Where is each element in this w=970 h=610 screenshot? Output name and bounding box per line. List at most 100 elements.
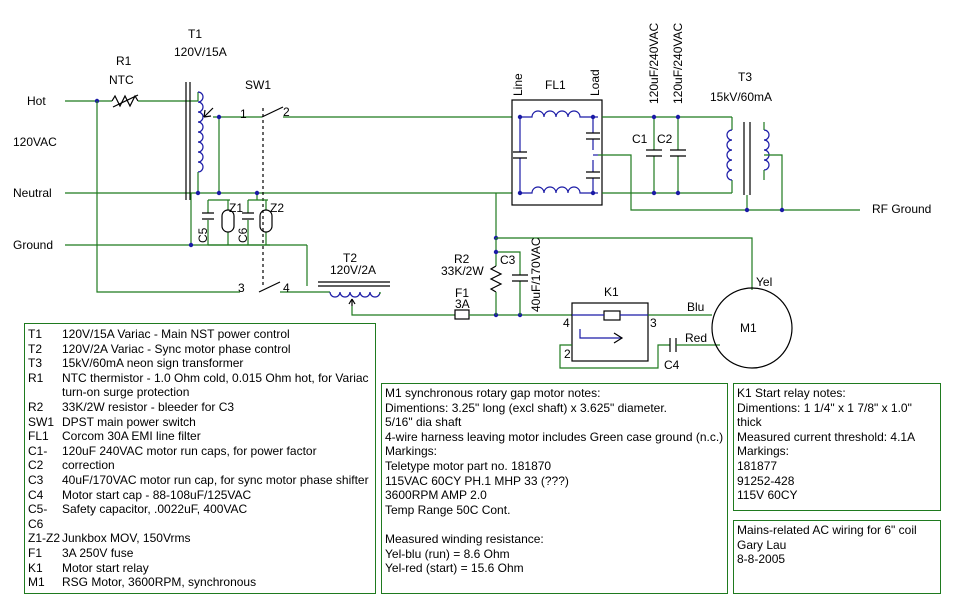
label-red: Red: [685, 331, 707, 345]
part-ref: FL1: [28, 429, 49, 444]
parts-list-row: R2 33K/2W resistor - bleeder for C3: [28, 400, 372, 415]
k1-box: [571, 302, 649, 362]
m1-note-line: 4-wire harness leaving motor includes Gr…: [385, 429, 724, 444]
k1-note-line: Markings:: [737, 444, 790, 459]
part-desc: 120uF 240VAC motor run caps, for power f…: [62, 443, 317, 473]
label-sw1: SW1: [245, 78, 271, 92]
part-ref: C3: [28, 472, 44, 487]
m1-note-line: [385, 517, 724, 532]
m1-note-line: 115VAC 60CY PH.1 MHP 33 (???): [385, 473, 569, 488]
label-k1-pin4: 4: [563, 316, 570, 330]
label-neutral: Neutral: [13, 186, 52, 200]
label-c1-rating: 120uF/240VAC: [647, 23, 661, 104]
junction-dot: [254, 190, 260, 196]
part-desc: 120V/15A Variac - Main NST power control: [62, 327, 290, 341]
hot-branch-to-sw1b: [96, 101, 240, 293]
k1-contact-mark: [613, 332, 624, 344]
part-desc: Motor start cap - 88-108uF/125VAC: [62, 487, 252, 502]
label-blu: Blu: [687, 300, 704, 314]
part-desc: RSG Motor, 3600RPM, synchronous: [62, 575, 257, 590]
fl1-inductor-top: [518, 110, 598, 118]
label-f1-rating: 3A: [455, 297, 470, 311]
label-k1-pin2: 2: [564, 347, 571, 361]
sw1-pole-a: [261, 106, 284, 118]
part-desc: Safety capacitor, .0022uF, 400VAC: [62, 502, 248, 517]
label-rf-ground: RF Ground: [872, 202, 931, 216]
z1-mov: [221, 209, 235, 233]
part-ref: T1: [28, 327, 43, 341]
label-k1-pin3: 3: [650, 316, 657, 330]
label-120vac: 120VAC: [13, 135, 57, 149]
junction-dot: [744, 207, 750, 213]
fl1-cap-load: [586, 132, 600, 179]
label-z2: Z2: [270, 201, 284, 215]
label-c6: C6: [236, 227, 250, 243]
c1-plates: [646, 149, 662, 157]
t2-winding: [329, 291, 381, 298]
junction-dot: [517, 190, 523, 196]
k1-note-line: 115V 60CY: [737, 488, 798, 503]
t2-wiper-wire: [351, 306, 455, 316]
t3-primary-winding: [726, 129, 733, 181]
label-t2-rating: 120V/2A: [330, 263, 376, 277]
author-note-line: Mains-related AC wiring for 6" coil: [737, 523, 917, 537]
label-r1: R1: [116, 54, 132, 68]
k1-contact: [579, 329, 622, 339]
m1-note-line: 3600RPM AMP 2.0: [385, 488, 487, 503]
junction-dot: [216, 190, 222, 196]
label-sw1-pin1: 1: [240, 107, 247, 121]
t3-secondary-winding: [763, 129, 770, 171]
m1-note-line: Temp Range 50C Cont.: [385, 502, 511, 517]
label-fl1-line: Line: [511, 73, 525, 96]
part-ref: C5-C6: [28, 502, 48, 531]
part-ref: C1-C2: [28, 443, 48, 473]
label-c2-rating: 120uF/240VAC: [671, 23, 685, 104]
m1-note-line: Measured winding resistance:: [385, 531, 544, 546]
author-note-line: 8-8-2005: [737, 552, 786, 567]
part-ref: R2: [28, 399, 44, 414]
part-ref: F1: [28, 545, 43, 560]
label-sw1-pin3: 3: [238, 281, 245, 295]
m1-notes: M1 synchronous rotary gap motor notes:Di…: [381, 383, 728, 594]
label-t3-rating: 15kV/60mA: [710, 90, 772, 104]
label-c5: C5: [196, 227, 210, 243]
parts-list-row: T1 120V/15A Variac - Main NST power contr…: [28, 327, 372, 342]
c3-leads: [496, 251, 521, 315]
r1-ntc-arrow: [112, 94, 139, 108]
junction-dot: [195, 190, 201, 196]
c6-plates: [242, 212, 254, 220]
label-c3: C3: [500, 253, 516, 267]
m1-motor: [711, 287, 793, 369]
label-sw1-pin2: 2: [283, 105, 290, 119]
k1-note-line: Dimentions: 1 1/4" x 1 7/8" x 1.0" thick: [737, 400, 916, 430]
parts-list-row: C5-C6 Safety capacitor, .0022uF, 400VAC: [28, 502, 372, 531]
t2-core: [318, 281, 390, 287]
label-ground: Ground: [13, 238, 53, 252]
f1-fuse: [454, 309, 470, 320]
fl1-inductor-bottom: [518, 186, 598, 194]
junction-dot: [188, 242, 194, 248]
k1-coil: [603, 310, 621, 321]
part-desc: 33K/2W resistor - bleeder for C3: [62, 399, 235, 414]
parts-list-row: C3 40uF/170VAC motor run cap, for sync mo…: [28, 473, 372, 488]
t2-wiper: [348, 298, 356, 306]
junction-dot: [493, 249, 499, 255]
label-c4: C4: [664, 358, 680, 372]
rf-ground-wire: [598, 154, 860, 211]
junction-dot: [675, 114, 681, 120]
m1-note-line: Markings:: [385, 444, 438, 459]
label-t1: T1: [188, 27, 202, 41]
c5-plates: [202, 212, 214, 220]
junction-dot: [779, 207, 785, 213]
part-desc: 40uF/170VAC motor run cap, for sync moto…: [62, 472, 369, 487]
m1-note-line: Teletype motor part no. 181870: [385, 458, 552, 473]
label-sw1-pin4: 4: [283, 281, 290, 295]
